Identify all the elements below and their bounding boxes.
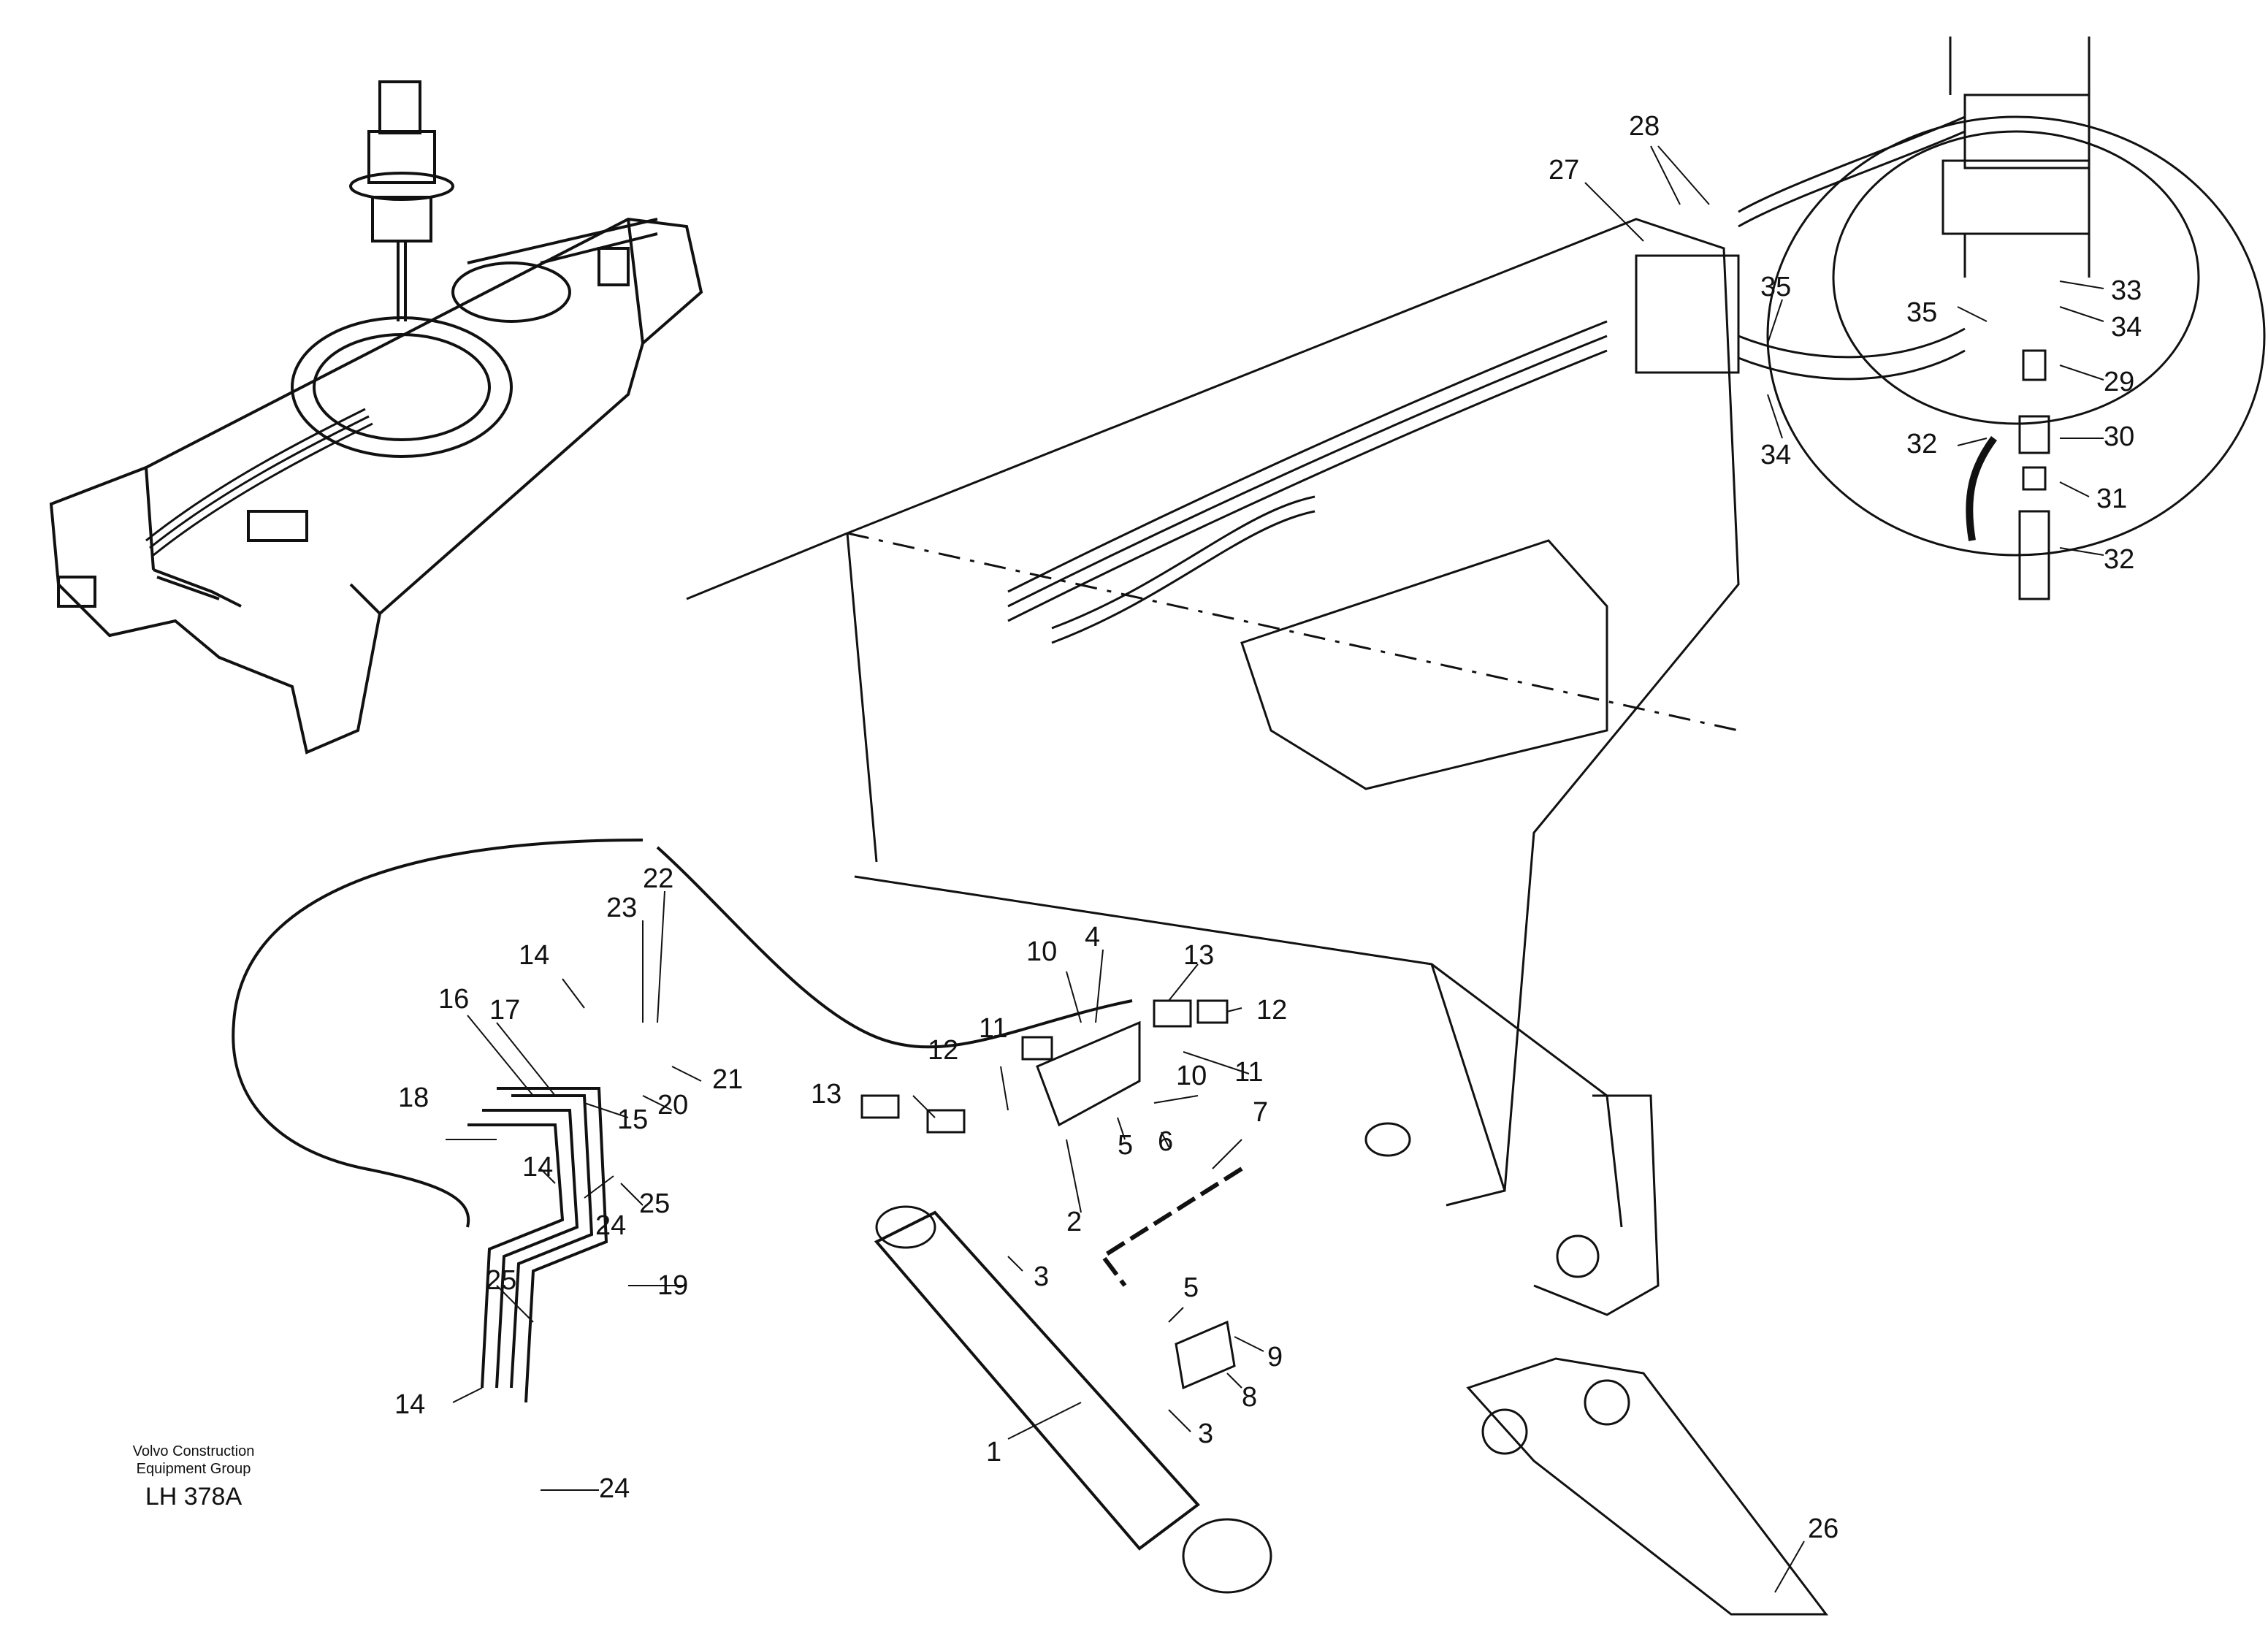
callout-31: 31 <box>2096 484 2127 514</box>
company-name-line2: Equipment Group <box>136 1461 251 1477</box>
drawing-caption: Volvo Construction Equipment Group LH 37… <box>95 1443 292 1514</box>
callout-20: 20 <box>657 1090 688 1120</box>
leader-lines <box>446 145 2104 1593</box>
callout-10: 10 <box>1176 1061 1207 1091</box>
overview-frame-drawing <box>49 80 703 755</box>
callout-2: 2 <box>1066 1207 1082 1237</box>
callout-16: 16 <box>438 984 469 1015</box>
callout-25: 25 <box>639 1188 670 1219</box>
callout-14: 14 <box>519 940 549 971</box>
callout-4: 4 <box>1085 922 1100 952</box>
callout-32: 32 <box>1906 429 1937 459</box>
callout-26: 26 <box>1808 1513 1839 1544</box>
callout-33: 33 <box>2111 275 2142 306</box>
callout-24: 24 <box>599 1473 630 1504</box>
callout-27: 27 <box>1549 155 1579 186</box>
callout-13: 13 <box>1183 940 1214 971</box>
callout-5: 5 <box>1118 1130 1133 1161</box>
callout-12: 12 <box>1256 995 1287 1026</box>
callout-22: 22 <box>643 863 673 894</box>
callout-11: 11 <box>979 1013 1007 1044</box>
callout-34: 34 <box>1760 440 1791 470</box>
callout-5: 5 <box>1183 1272 1199 1303</box>
callout-13: 13 <box>811 1079 841 1110</box>
callout-24: 24 <box>595 1210 626 1241</box>
callout-10: 10 <box>1026 936 1057 967</box>
callout-32: 32 <box>2104 544 2134 575</box>
callout-25: 25 <box>486 1265 516 1296</box>
callout-3: 3 <box>1198 1419 1213 1449</box>
hydraulic-components <box>232 115 2050 1594</box>
callout-7: 7 <box>1253 1097 1268 1128</box>
callout-15: 15 <box>617 1104 648 1135</box>
callout-21: 21 <box>712 1064 743 1095</box>
callout-12: 12 <box>928 1035 958 1066</box>
callout-1: 1 <box>986 1437 1001 1467</box>
callout-19: 19 <box>657 1270 688 1301</box>
callout-34: 34 <box>2111 312 2142 343</box>
distribution-block <box>1635 254 1740 374</box>
callout-23: 23 <box>606 893 637 923</box>
main-frame-drawing <box>686 218 1829 1616</box>
callout-17: 17 <box>489 995 520 1026</box>
callout-14: 14 <box>522 1152 553 1183</box>
callout-18: 18 <box>398 1083 429 1113</box>
callout-28: 28 <box>1629 111 1660 142</box>
slewing-ring-drawing <box>1766 37 2266 557</box>
callout-6: 6 <box>1158 1126 1173 1157</box>
drawing-code: LH 378A <box>145 1483 243 1511</box>
callout-35: 35 <box>1760 272 1791 302</box>
company-name-line1: Volvo Construction <box>132 1443 255 1459</box>
callout-labels: 28 27 35 35 33 34 34 29 30 31 32 32 22 2… <box>394 111 2142 1544</box>
callout-8: 8 <box>1242 1382 1257 1413</box>
callout-30: 30 <box>2104 421 2134 452</box>
callout-14: 14 <box>394 1389 425 1420</box>
callout-29: 29 <box>2104 367 2134 397</box>
callout-11: 11 <box>1234 1057 1263 1088</box>
callout-3: 3 <box>1034 1261 1049 1292</box>
callout-35: 35 <box>1906 297 1937 328</box>
callout-9: 9 <box>1267 1342 1283 1373</box>
